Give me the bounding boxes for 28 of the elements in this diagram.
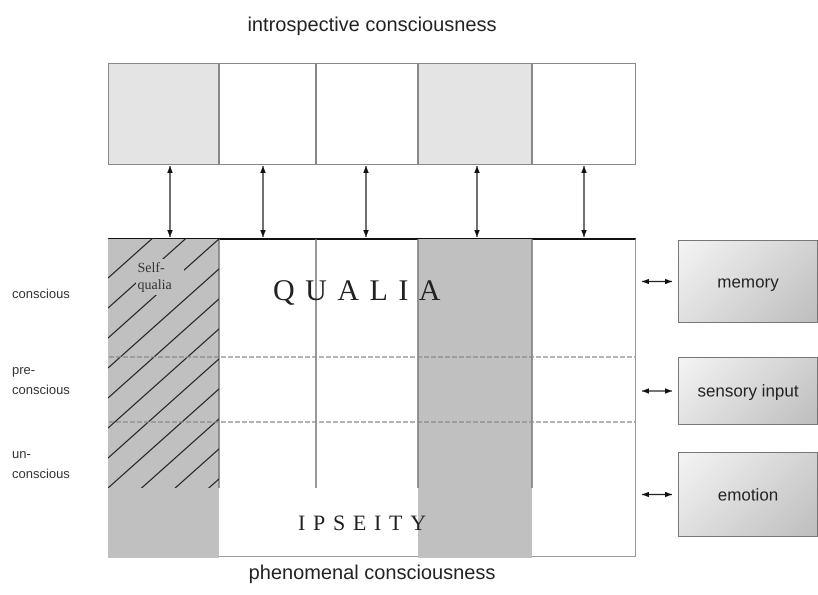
top-cell <box>219 63 316 165</box>
caption: phenomenal consciousness <box>248 562 496 585</box>
double-arrow <box>642 388 672 394</box>
hatched-column <box>108 238 218 558</box>
double-arrow <box>642 278 672 284</box>
column-label: Self- qualia <box>136 258 184 294</box>
double-arrow <box>260 166 266 237</box>
double-arrow <box>167 166 173 237</box>
level-label: pre- conscious <box>12 361 71 399</box>
double-arrow <box>474 166 480 237</box>
top-cell <box>418 63 532 165</box>
side-box <box>678 240 818 323</box>
side-box <box>678 357 818 425</box>
level-label: un- conscious <box>12 445 71 483</box>
box-label: sensory input <box>696 380 800 402</box>
top-cell <box>532 63 636 165</box>
side-box <box>678 452 818 537</box>
double-arrow <box>581 166 587 237</box>
title: introspective consciousness <box>246 14 498 37</box>
top-cell <box>316 63 418 165</box>
box-label: emotion <box>716 484 780 505</box>
main-panel <box>108 238 636 557</box>
double-arrow <box>642 492 672 498</box>
ipseity-heading: IPSEITY <box>298 510 434 536</box>
double-arrow <box>363 166 369 237</box>
top-cell <box>108 63 219 165</box>
box-label: memory <box>716 271 780 292</box>
level-label: conscious <box>12 285 71 303</box>
